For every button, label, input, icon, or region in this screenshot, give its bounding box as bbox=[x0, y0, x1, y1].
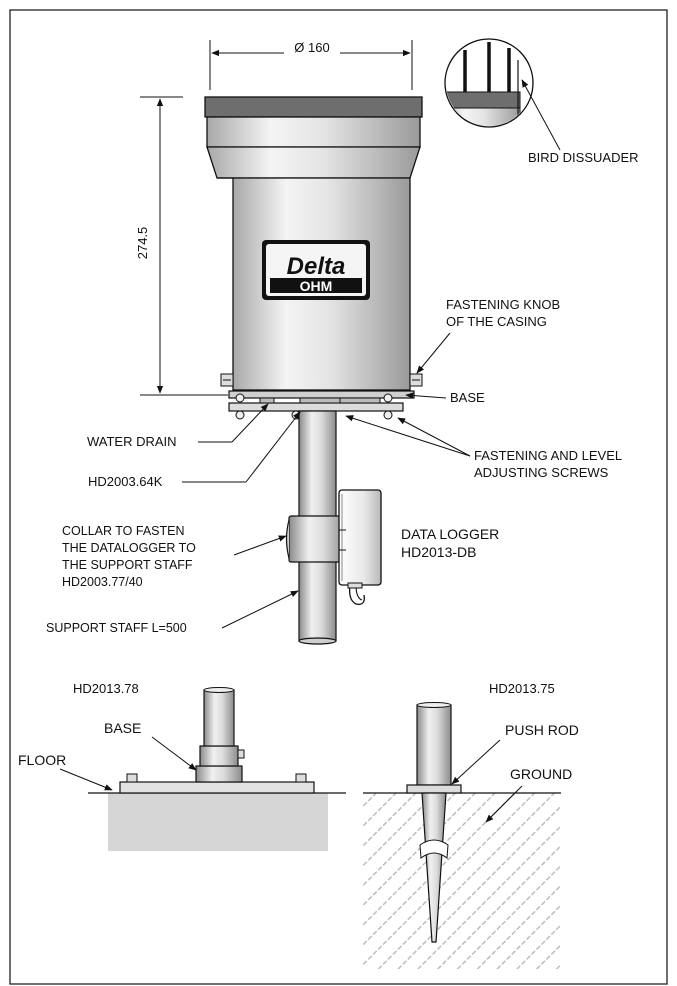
collar-label-1: COLLAR TO FASTEN bbox=[62, 524, 185, 538]
delta-ohm-logo: Delta OHM bbox=[262, 240, 370, 300]
data-logger-label-2: HD2013-DB bbox=[401, 544, 476, 560]
svg-text:OHM: OHM bbox=[300, 278, 333, 294]
gauge-body: Delta OHM bbox=[204, 96, 423, 420]
gauge-upper-ring bbox=[206, 116, 421, 148]
support-staff-label: SUPPORT STAFF L=500 bbox=[46, 621, 187, 635]
fastening-knob-right bbox=[409, 373, 423, 387]
collar-label-3: THE SUPPORT STAFF bbox=[62, 558, 193, 572]
gauge-cap bbox=[204, 96, 423, 118]
bird-dissuader-inset bbox=[444, 38, 561, 151]
data-logger-label-1: DATA LOGGER bbox=[401, 526, 499, 542]
collar-label-2: THE DATALOGGER TO bbox=[62, 541, 196, 555]
fastening-screws-label: FASTENING AND LEVEL bbox=[474, 448, 622, 463]
water-drain-label: WATER DRAIN bbox=[87, 434, 177, 449]
fastening-knob-label-2: OF THE CASING bbox=[446, 314, 547, 329]
hd2013-78-label: HD2013.78 bbox=[73, 681, 139, 696]
height-dimension: 274.5 bbox=[135, 96, 228, 396]
collar-label-4: HD2003.77/40 bbox=[62, 575, 143, 589]
bird-dissuader-label: BIRD DISSUADER bbox=[528, 150, 639, 165]
support-staff bbox=[285, 410, 350, 645]
floor-base-variant: HD2013.78 bbox=[73, 681, 346, 851]
fastening-screws-label-2: ADJUSTING SCREWS bbox=[474, 465, 609, 480]
height-label: 274.5 bbox=[135, 227, 150, 260]
ground-hatch bbox=[363, 793, 561, 969]
fastening-knob-left bbox=[220, 373, 234, 387]
floor-label: FLOOR bbox=[18, 752, 66, 768]
hd2013-75-label: HD2013.75 bbox=[489, 681, 555, 696]
floor-slab bbox=[108, 793, 328, 851]
hd2003-64k-label: HD2003.64K bbox=[88, 474, 163, 489]
page-frame bbox=[9, 9, 668, 985]
push-rod-label: PUSH ROD bbox=[505, 722, 579, 738]
diameter-label: Ø 160 bbox=[294, 40, 329, 55]
base-top-label: BASE bbox=[450, 390, 485, 405]
base-bottom-label: BASE bbox=[104, 720, 141, 736]
ground-label: GROUND bbox=[510, 766, 572, 782]
gauge-base-plate bbox=[228, 402, 404, 412]
gauge-taper bbox=[206, 146, 421, 179]
data-logger-box bbox=[338, 489, 382, 605]
svg-text:Delta: Delta bbox=[287, 253, 346, 280]
diameter-dimension: Ø 160 bbox=[209, 40, 413, 90]
push-rod-variant: HD2013.75 bbox=[363, 681, 561, 969]
fastening-knob-label: FASTENING KNOB bbox=[446, 297, 560, 312]
